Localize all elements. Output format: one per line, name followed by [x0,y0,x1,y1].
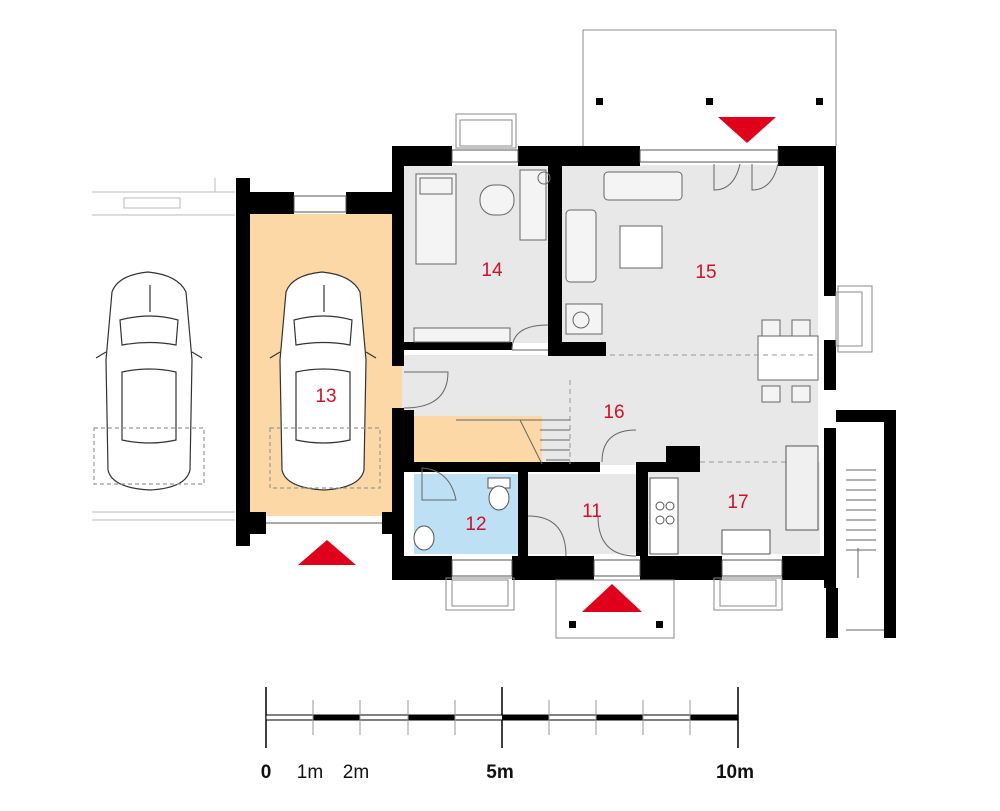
inner-stairs [456,419,570,465]
windows [451,149,783,577]
external-stair [826,410,896,638]
entrance-arrow-main [582,584,642,612]
room-label-11: 11 [582,501,602,522]
room-label-17: 17 [727,492,748,513]
room-label-12: 12 [465,514,486,535]
furniture-room-14 [413,169,551,343]
neighbour-carport [92,178,235,521]
terrace-top [582,29,837,146]
entrance-arrow-garage [298,540,356,565]
bathroom-fixtures [413,477,511,551]
room-label-14: 14 [481,260,503,281]
scale-label-10m: 10m [716,762,754,783]
scale-label-0: 0 [261,762,272,783]
room-label-15: 15 [695,262,716,283]
scale-label-1m: 1m [297,762,323,783]
car-outline-left [93,271,205,491]
dashed-lines [569,354,818,464]
entrance-posts [569,621,663,628]
walls [392,146,836,588]
garage-window-top [293,195,347,213]
window-sills [445,113,873,611]
doors [403,324,637,557]
scale-label-2m: 2m [343,762,369,783]
scale-label-5m: 5m [486,762,513,783]
entrance-arrow-terrace [718,117,776,143]
scale-bar: 0 1m 2m 5m 10m [261,687,754,783]
car-outline-garage [269,271,381,491]
furniture-room-15 [565,163,819,403]
entrance-arrows [298,117,776,612]
room-label-13: 13 [315,386,336,407]
room-label-16: 16 [603,402,624,423]
kitchen-units [649,445,819,555]
room-11-floor [528,474,636,554]
entrance-steps [555,579,675,639]
terrace-posts [596,98,823,105]
garage-walls [236,178,402,546]
